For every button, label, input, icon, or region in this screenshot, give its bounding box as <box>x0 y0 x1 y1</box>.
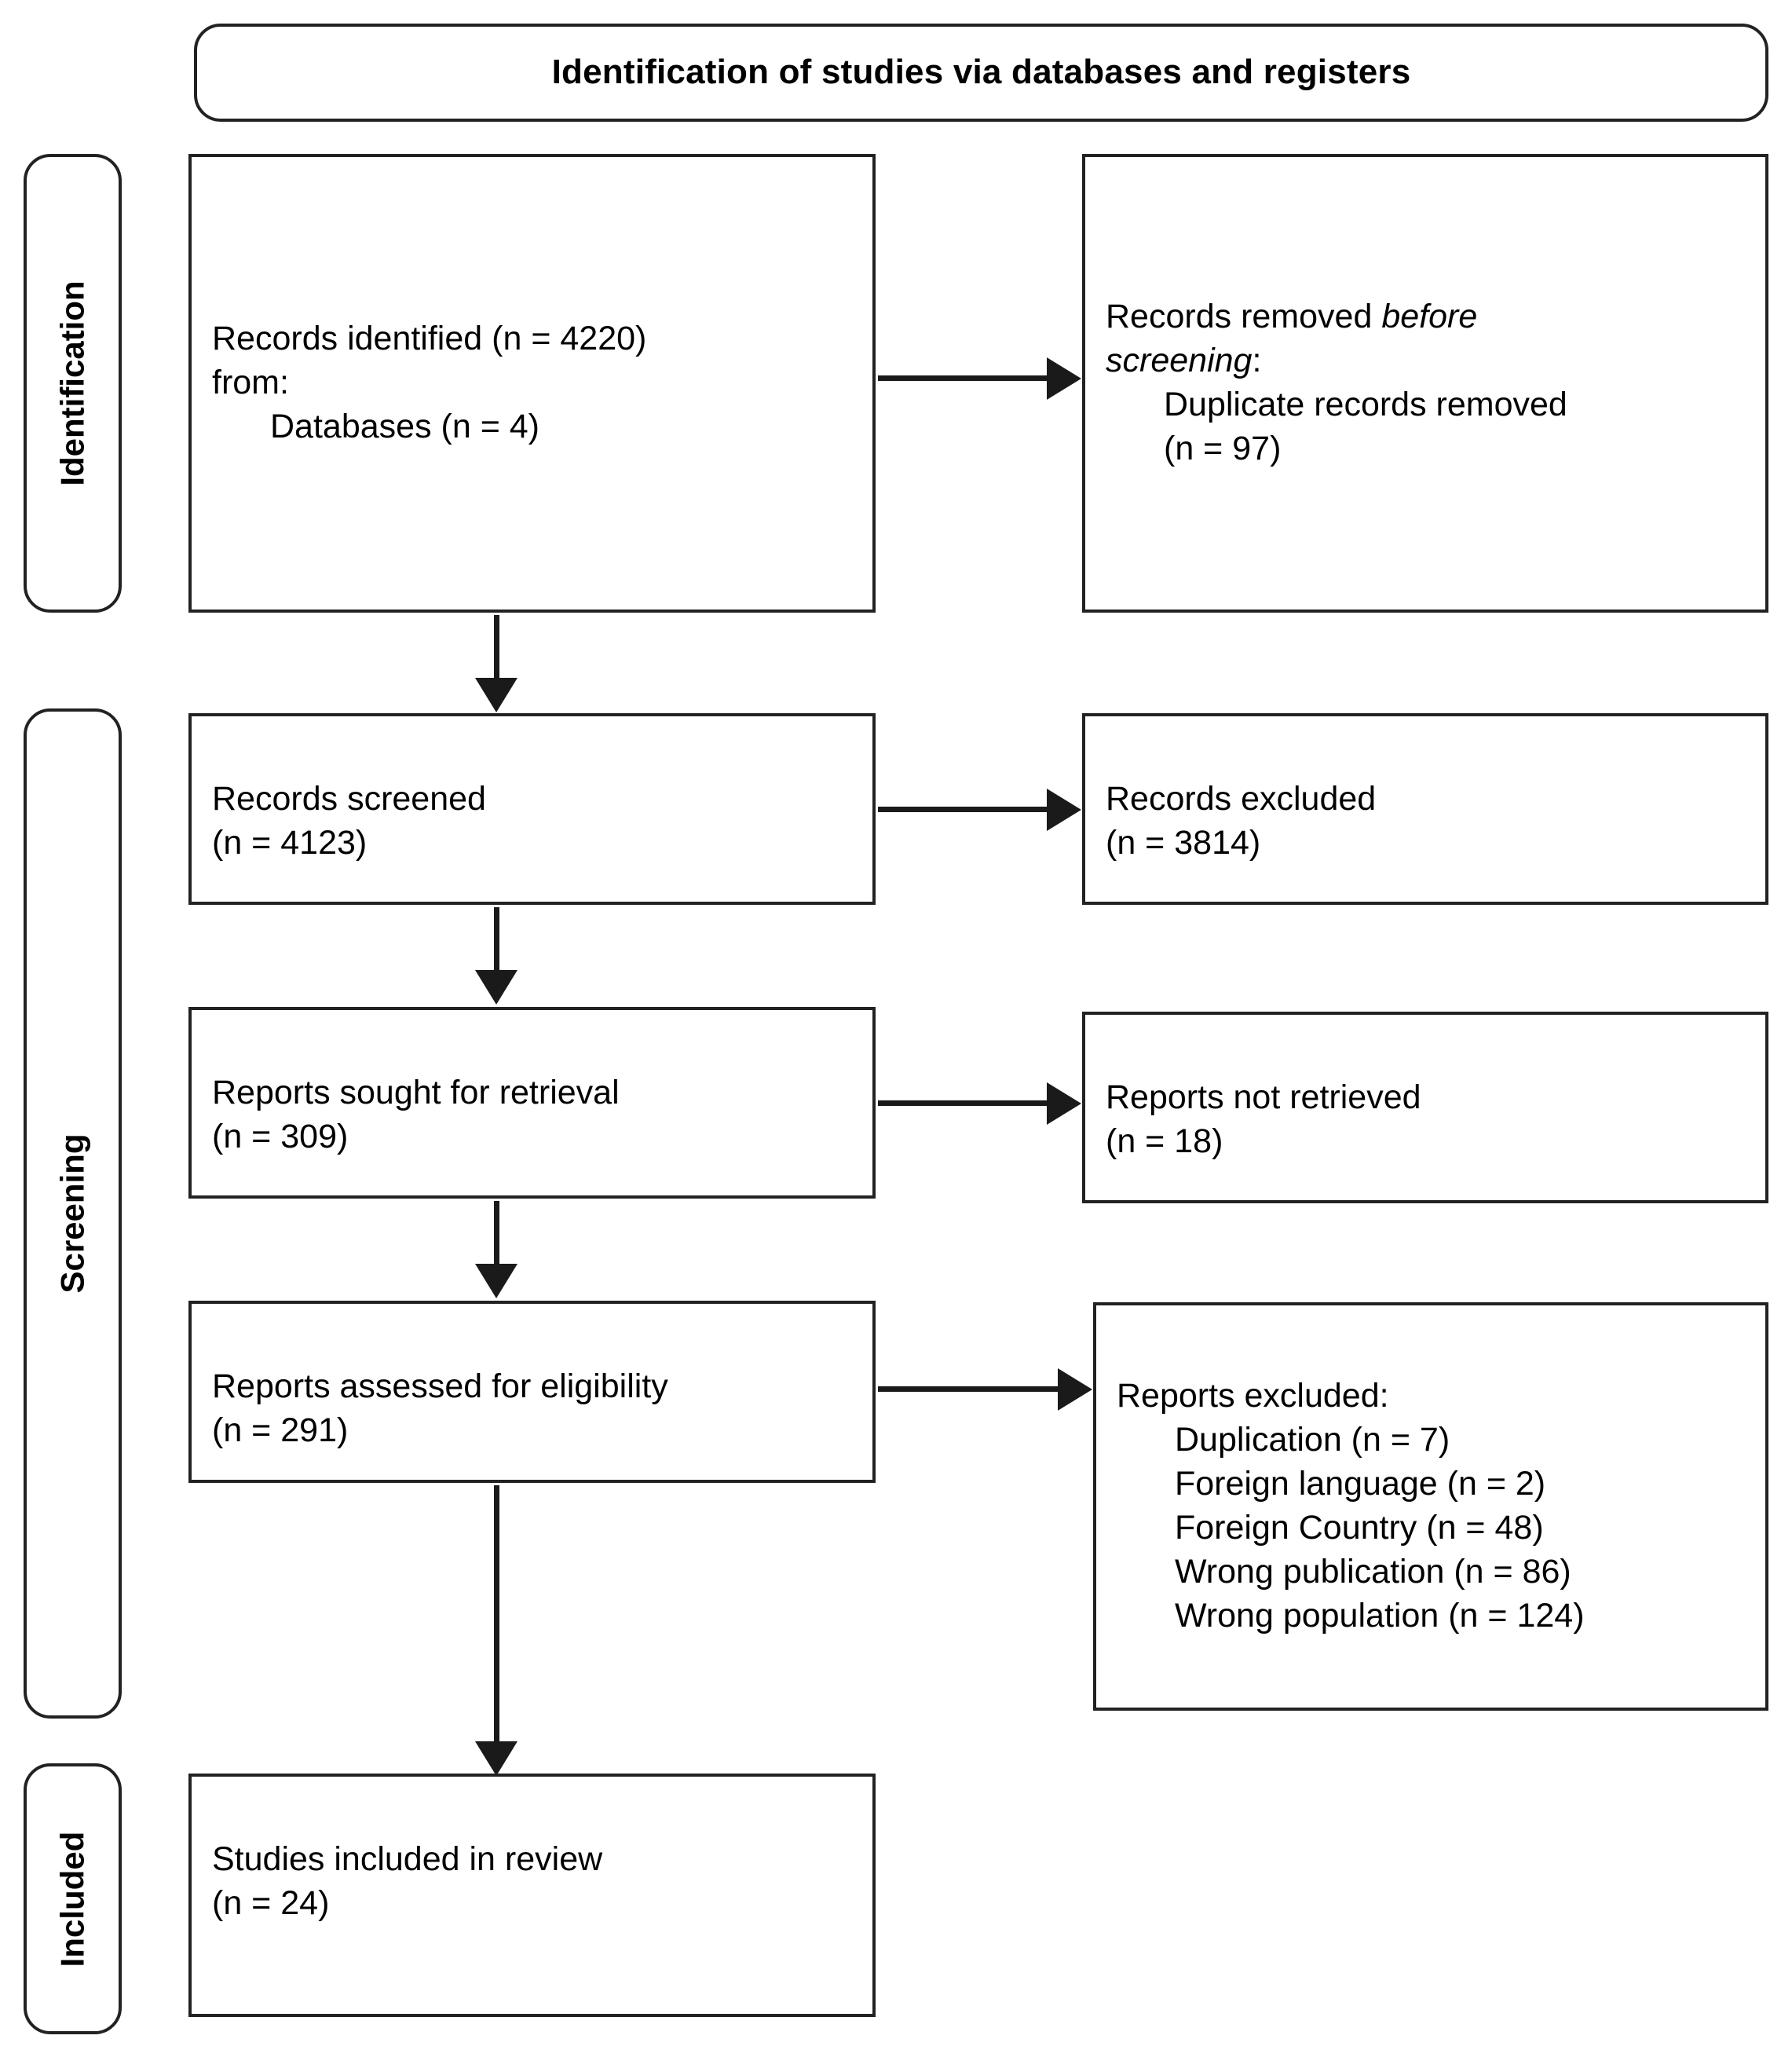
reports-sought-line2: (n = 309) <box>212 1117 349 1155</box>
records-excluded-line2: (n = 3814) <box>1106 823 1261 862</box>
reports-not-retrieved-line2: (n = 18) <box>1106 1122 1223 1160</box>
box-studies-included: Studies included in review (n = 24) <box>188 1774 876 2017</box>
connector-sought-to-not-retrieved-arrowhead <box>1047 1082 1081 1125</box>
connector-assessed-to-excluded-arrowhead <box>1058 1368 1092 1411</box>
records-removed-line2: screening: <box>1106 339 1745 383</box>
records-removed-line2-suffix: : <box>1252 342 1262 380</box>
records-identified-line2: from: <box>212 364 289 402</box>
records-screened-line2: (n = 4123) <box>212 823 368 862</box>
box-reports-sought-body: Reports sought for retrieval (n = 309) <box>192 1010 872 1159</box>
box-reports-assessed-body: Reports assessed for eligibility (n = 29… <box>192 1304 872 1453</box>
box-reports-not-retrieved: Reports not retrieved (n = 18) <box>1082 1012 1768 1203</box>
connector-identified-to-screened-line <box>494 615 499 681</box>
box-reports-excluded-body: Reports excluded: Duplication (n = 7) Fo… <box>1096 1375 1765 1638</box>
reports-excluded-reason: Wrong publication (n = 86) <box>1175 1552 1571 1591</box>
reports-excluded-reason: Wrong population (n = 124) <box>1175 1596 1585 1635</box>
reports-sought-line1: Reports sought for retrieval <box>212 1074 620 1111</box>
page-title: Identification of studies via databases … <box>551 53 1411 92</box>
box-reports-assessed: Reports assessed for eligibility (n = 29… <box>188 1301 876 1483</box>
records-removed-line4: (n = 97) <box>1164 429 1282 467</box>
box-studies-included-body: Studies included in review (n = 24) <box>192 1777 872 1926</box>
connector-sought-to-assessed-line <box>494 1201 499 1267</box>
studies-included-line2: (n = 24) <box>212 1883 330 1922</box>
records-identified-line1: Records identified (n = 4220) <box>212 320 647 358</box>
box-records-excluded-body: Records excluded (n = 3814) <box>1085 716 1765 866</box>
connector-screened-to-sought-line <box>494 907 499 973</box>
box-records-screened-body: Records screened (n = 4123) <box>192 716 872 866</box>
stage-label-screening: Screening <box>24 708 122 1719</box>
records-identified-line3: Databases (n = 4) <box>270 407 539 445</box>
box-records-removed-body: Records removed before screening: Duplic… <box>1085 295 1765 471</box>
box-reports-not-retrieved-body: Reports not retrieved (n = 18) <box>1085 1015 1765 1164</box>
reports-not-retrieved-line1: Reports not retrieved <box>1106 1078 1421 1116</box>
reports-assessed-line1: Reports assessed for eligibility <box>212 1367 668 1405</box>
stage-label-identification-text: Identification <box>53 280 91 486</box>
diagram-title-banner: Identification of studies via databases … <box>194 24 1768 122</box>
box-records-removed: Records removed before screening: Duplic… <box>1082 154 1768 613</box>
connector-screened-to-excluded-arrowhead <box>1047 789 1081 831</box>
connector-assessed-to-excluded-line <box>878 1386 1058 1392</box>
reports-excluded-reason: Duplication (n = 7) <box>1175 1421 1450 1459</box>
connector-identified-to-removed-line <box>878 375 1047 381</box>
connector-sought-to-assessed-arrowhead <box>475 1264 517 1298</box>
records-screened-line1: Records screened <box>212 780 486 818</box>
stage-label-included: Included <box>24 1763 122 2034</box>
connector-sought-to-not-retrieved-line <box>878 1100 1047 1106</box>
records-excluded-line1: Records excluded <box>1106 780 1377 818</box>
box-reports-excluded: Reports excluded: Duplication (n = 7) Fo… <box>1093 1302 1768 1711</box>
studies-included-line1: Studies included in review <box>212 1840 603 1878</box>
box-reports-sought: Reports sought for retrieval (n = 309) <box>188 1007 876 1199</box>
box-records-excluded: Records excluded (n = 3814) <box>1082 713 1768 905</box>
connector-screened-to-excluded-line <box>878 807 1047 812</box>
records-removed-line1: Records removed before <box>1106 295 1745 339</box>
box-records-identified: Records identified (n = 4220) from: Data… <box>188 154 876 613</box>
connector-assessed-to-included-arrowhead <box>475 1741 517 1776</box>
connector-assessed-to-included-line <box>494 1485 499 1744</box>
connector-identified-to-removed-arrowhead <box>1047 357 1081 400</box>
reports-excluded-heading: Reports excluded: <box>1117 1377 1389 1415</box>
records-removed-line1-emph: before <box>1381 298 1478 336</box>
reports-assessed-line2: (n = 291) <box>212 1411 349 1449</box>
box-records-identified-body: Records identified (n = 4220) from: Data… <box>192 317 872 449</box>
reports-excluded-reason: Foreign Country (n = 48) <box>1175 1509 1544 1547</box>
records-removed-line3: Duplicate records removed <box>1164 386 1567 423</box>
stage-label-identification: Identification <box>24 154 122 613</box>
stage-label-screening-text: Screening <box>53 1133 91 1294</box>
reports-excluded-reason: Foreign language (n = 2) <box>1175 1465 1546 1503</box>
connector-screened-to-sought-arrowhead <box>475 970 517 1005</box>
records-removed-line1-lead: Records removed <box>1106 298 1382 336</box>
records-removed-line2-emph: screening <box>1106 342 1253 380</box>
box-records-screened: Records screened (n = 4123) <box>188 713 876 905</box>
connector-identified-to-screened-arrowhead <box>475 678 517 712</box>
stage-label-included-text: Included <box>53 1831 91 1967</box>
